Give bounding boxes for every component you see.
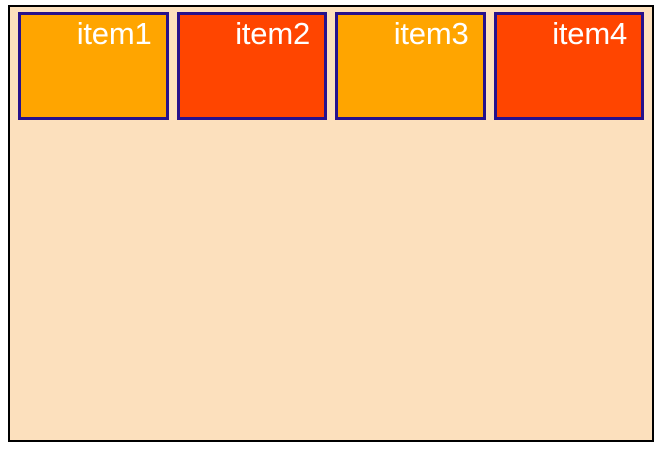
flex-item-3[interactable]: item3 xyxy=(335,12,486,120)
flex-item-4-label: item4 xyxy=(552,16,627,51)
flex-item-2[interactable]: item2 xyxy=(176,12,327,120)
flex-item-1[interactable]: item1 xyxy=(18,12,169,120)
flex-item-4[interactable]: item4 xyxy=(493,12,644,120)
flex-item-2-label: item2 xyxy=(235,16,310,51)
flex-item-1-label: item1 xyxy=(76,16,152,51)
flex-container: item1 item2 item3 item4 xyxy=(8,5,654,442)
flex-item-3-label: item3 xyxy=(393,16,469,51)
